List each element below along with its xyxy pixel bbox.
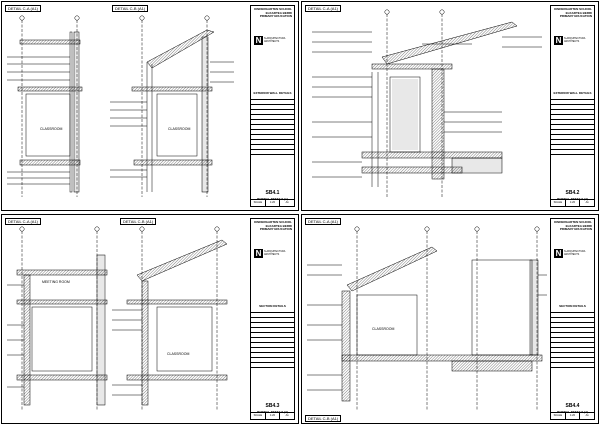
notes-table [551, 99, 594, 159]
project-name: KINDERGARTEN SCHOOL ELKARTEA BERRI PRIMA… [554, 220, 592, 232]
architect-name: N-ARQUITECTURA ARCHITECTS [264, 37, 286, 43]
title-block-footer: SCALE 1:20 A1 [251, 199, 294, 206]
drawing-sheet-2: DETAIL C-A (A1) KINDERGARTEN SCHOOL ELKA… [301, 1, 599, 211]
project-name: KINDERGARTEN SCHOOL ELKARTEA BERRI PRIMA… [254, 7, 292, 19]
drawing-name: EXTERIOR WALL DETAILS [553, 91, 592, 95]
room-label: MEETING ROOM [42, 280, 70, 284]
architect-logo-icon: N [254, 249, 263, 258]
title-block-footer: SCALE 1:20 A1 [551, 199, 594, 206]
architect-logo-icon: N [554, 36, 563, 45]
drawing-name: SECTION DETAILS [559, 304, 586, 308]
room-label: CLASSROOM [167, 352, 189, 356]
title-block: KINDERGARTEN SCHOOL ELKARTEA BERRI PRIMA… [550, 218, 595, 420]
drawing-sheet-4: CLASSROOM DETAIL C-A (A1) DETAIL C-B (A1… [301, 214, 599, 424]
drawing-sheet-1: CLASSROOM CLASSROOM DETAIL C-A (A1) [1, 1, 299, 211]
room-label: CLASSROOM [40, 127, 62, 131]
detail-label: DETAIL C-B (A1) [120, 218, 157, 225]
sheet-number: SB4.4 [565, 403, 580, 409]
detail-label: DETAIL C-A (A1) [305, 218, 342, 225]
sheet-number: SB4.2 [565, 190, 580, 196]
detail-drawing-2 [312, 9, 542, 197]
detail-drawing-1: CLASSROOM CLASSROOM [7, 15, 234, 197]
sheet-number: SB4.3 [265, 403, 280, 409]
title-block: KINDERGARTEN SCHOOL ELKARTEA BERRI PRIMA… [250, 5, 295, 207]
room-label: CLASSROOM [168, 127, 190, 131]
title-block-footer: SCALE 1:20 A1 [251, 412, 294, 419]
detail-label: DETAIL C-B (A1) [305, 415, 342, 422]
title-block: KINDERGARTEN SCHOOL ELKARTEA BERRI PRIMA… [550, 5, 595, 207]
title-block-footer: SCALE 1:20 A1 [551, 412, 594, 419]
architect-name: N-ARQUITECTURA ARCHITECTS [564, 37, 586, 43]
project-name: KINDERGARTEN SCHOOL ELKARTEA BERRI PRIMA… [554, 7, 592, 19]
drawing-name: EXTERIOR WALL DETAILS [253, 91, 292, 95]
project-name: KINDERGARTEN SCHOOL ELKARTEA BERRI PRIMA… [254, 220, 292, 232]
notes-table [251, 312, 294, 372]
title-block: KINDERGARTEN SCHOOL ELKARTEA BERRI PRIMA… [250, 218, 295, 420]
detail-label: DETAIL C-B (A1) [112, 5, 149, 12]
notes-table [551, 312, 594, 372]
detail-label: DETAIL C-A (A1) [5, 5, 42, 12]
room-label: CLASSROOM [372, 327, 394, 331]
detail-label: DETAIL C-A (A1) [5, 218, 42, 225]
sheet-number: SB4.1 [265, 190, 280, 196]
notes-table [251, 99, 294, 159]
detail-drawing-4: CLASSROOM [307, 226, 547, 410]
architect-logo-icon: N [554, 249, 563, 258]
detail-drawing-3: MEETING ROOM CLASSROOM [7, 226, 228, 410]
architect-name: N-ARQUITECTURA ARCHITECTS [264, 250, 286, 256]
architect-logo-icon: N [254, 36, 263, 45]
drawing-name: SECTION DETAILS [259, 304, 286, 308]
drawing-sheet-3: MEETING ROOM CLASSROOM DETAIL C-A (A1) D… [1, 214, 299, 424]
detail-label: DETAIL C-A (A1) [305, 5, 342, 12]
architect-name: N-ARQUITECTURA ARCHITECTS [564, 250, 586, 256]
